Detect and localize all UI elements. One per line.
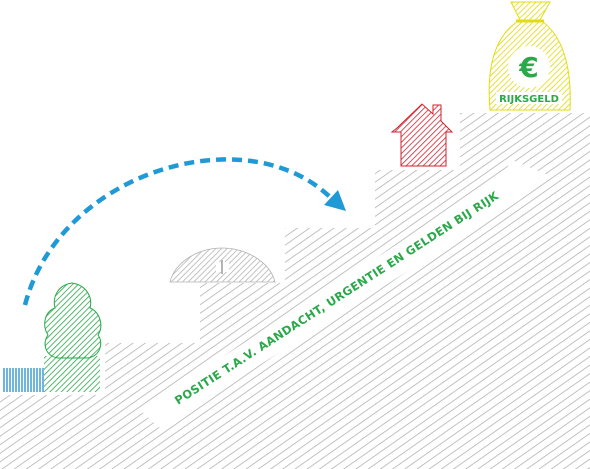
dashed-arc-arrow: [22, 157, 346, 306]
staircase: [0, 113, 590, 469]
stair-block: [0, 113, 590, 469]
arrow-band: [140, 160, 548, 428]
bag-label: RIJKSGELD: [499, 94, 559, 105]
tree-icon: [44, 282, 102, 392]
tent-icon: [169, 247, 276, 283]
house-icon: [390, 103, 454, 167]
money-bag-icon: € RIJKSGELD: [488, 1, 571, 111]
euro-circle: [508, 46, 550, 88]
euro-symbol: €: [518, 51, 538, 84]
bag-label-bg: [496, 92, 562, 104]
grass-icon: [3, 368, 45, 392]
